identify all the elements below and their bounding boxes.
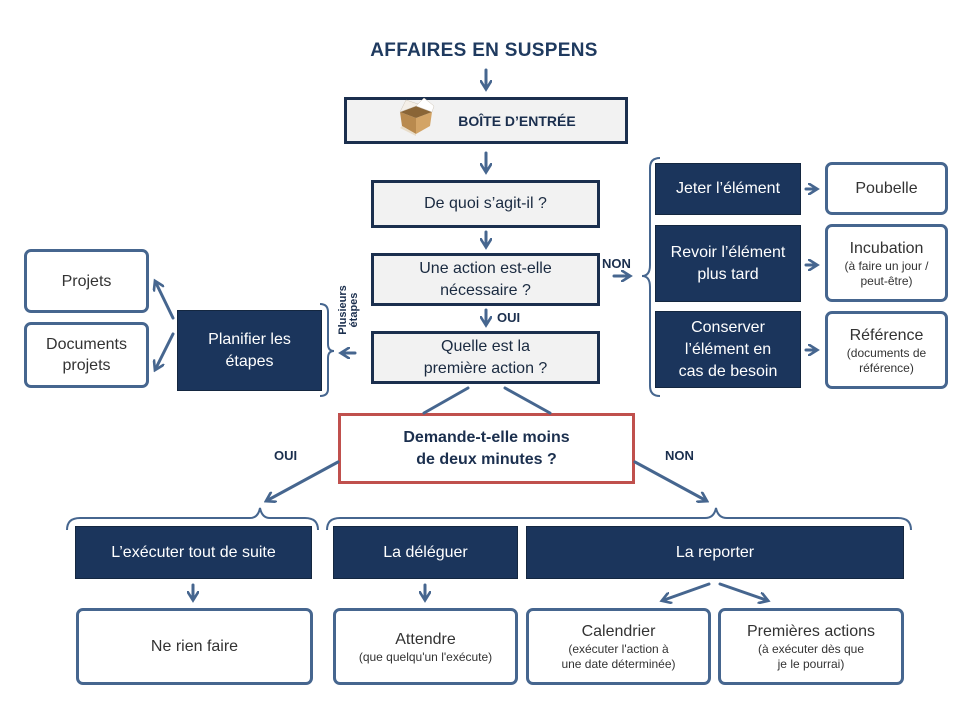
delegate-box: La déléguer [333, 526, 518, 579]
calendar-box: Calendrier (exécuter l'action à une date… [526, 608, 711, 685]
project-docs-box: Documents projets [24, 322, 149, 388]
result-reference-title: Référence [849, 326, 924, 344]
action-trash: Jeter l’élément [655, 163, 801, 215]
do-now-box: L’exécuter tout de suite [75, 526, 312, 579]
project-docs-line2: projets [62, 357, 111, 374]
arrow-defer-to-calendar [664, 582, 711, 600]
label-non-top: NON [602, 256, 631, 271]
next-actions-box: Premières actions (à exécuter dès que je… [718, 608, 904, 685]
next-actions-sub2: je le pourrai) [777, 657, 845, 671]
result-trash-title: Poubelle [855, 180, 918, 197]
calendar-sub1: (exécuter l'action à [568, 642, 669, 656]
action-review-later-line2: plus tard [697, 265, 759, 283]
label-multi-steps-line2: étapes [348, 292, 360, 328]
question-two-minutes-line1: Demande-t-elle moins [403, 428, 570, 446]
brace-plan [319, 303, 335, 397]
inbox-label: BOÎTE D’ENTRÉE [458, 112, 576, 129]
result-reference-sub2: référence) [859, 360, 914, 375]
arrow-decision-to-non [633, 460, 705, 500]
action-keep-line3: cas de besoin [678, 362, 778, 380]
delegate-text: La déléguer [383, 543, 468, 561]
next-actions-sub1: (à exécuter dès que [757, 642, 865, 656]
action-review-later: Revoir l’élément plus tard [655, 225, 801, 302]
line-first-to-decision-right [503, 386, 552, 415]
plan-steps-line1: Planifier les [208, 330, 291, 348]
do-now-text: L’exécuter tout de suite [111, 543, 276, 561]
action-keep-line2: l’élément en [684, 340, 772, 358]
next-actions-title: Premières actions [746, 623, 876, 640]
result-reference-sub1: (documents de [846, 345, 927, 360]
calendar-sub2: une date déterminée) [561, 657, 676, 671]
label-non-right: NON [665, 448, 694, 463]
result-reference: Référence (documents de référence) [825, 311, 948, 389]
nothing-box: Ne rien faire [76, 608, 313, 685]
wait-sub: (que quelqu'un l'exécute) [358, 649, 493, 664]
question-two-minutes-line2: de deux minutes ? [416, 450, 557, 468]
question-first-action-line1: Quelle est la [441, 337, 530, 355]
question-what-is-it-text: De quoi s’agit-il ? [424, 195, 547, 212]
result-incubation-sub2: peut-être) [860, 273, 913, 288]
result-incubation-title: Incubation [849, 239, 924, 257]
inbox-box: BOÎTE D’ENTRÉE [344, 97, 628, 144]
cardboard-box-icon [396, 97, 436, 143]
arrow-plan-to-projects [156, 283, 175, 320]
wait-box: Attendre (que quelqu'un l'exécute) [333, 608, 518, 685]
question-first-action-line2: première action ? [423, 359, 548, 377]
wait-title: Attendre [395, 630, 456, 648]
arrow-decision-to-oui [268, 460, 340, 500]
action-keep-line1: Conserver [691, 318, 765, 336]
arrow-plan-to-docs [156, 332, 175, 368]
project-docs-line1: Documents [46, 336, 127, 353]
question-action-needed-line1: Une action est-elle [419, 259, 552, 277]
label-oui-left: OUI [274, 448, 298, 463]
diagram-title: AFFAIRES EN SUSPENS [370, 40, 598, 61]
question-what-is-it: De quoi s’agit-il ? [371, 180, 600, 228]
result-incubation-sub1: (à faire un jour / [844, 258, 929, 273]
question-two-minutes: Demande-t-elle moins de deux minutes ? [338, 413, 635, 484]
nothing-text: Ne rien faire [150, 638, 239, 655]
projects-box: Projets [24, 249, 149, 313]
action-trash-text: Jeter l’élément [675, 180, 781, 197]
defer-text: La reporter [675, 543, 755, 561]
question-action-needed: Une action est-elle nécessaire ? [371, 253, 600, 306]
plan-steps-line2: étapes [225, 352, 274, 370]
label-oui-mid: OUI [497, 310, 521, 325]
plan-steps-box: Planifier les étapes [177, 310, 322, 391]
projects-text: Projets [61, 272, 112, 290]
label-multi-steps: Plusieurs étapes [337, 274, 360, 346]
defer-box: La reporter [526, 526, 904, 579]
arrow-defer-to-next [718, 582, 766, 600]
action-keep: Conserver l’élément en cas de besoin [655, 311, 801, 388]
line-first-to-decision-left [422, 386, 470, 415]
question-first-action: Quelle est la première action ? [371, 331, 600, 384]
result-incubation: Incubation (à faire un jour / peut-être) [825, 224, 948, 302]
action-review-later-line1: Revoir l’élément [670, 243, 786, 261]
calendar-title: Calendrier [581, 623, 656, 640]
result-trash: Poubelle [825, 162, 948, 215]
question-action-needed-line2: nécessaire ? [440, 281, 531, 299]
